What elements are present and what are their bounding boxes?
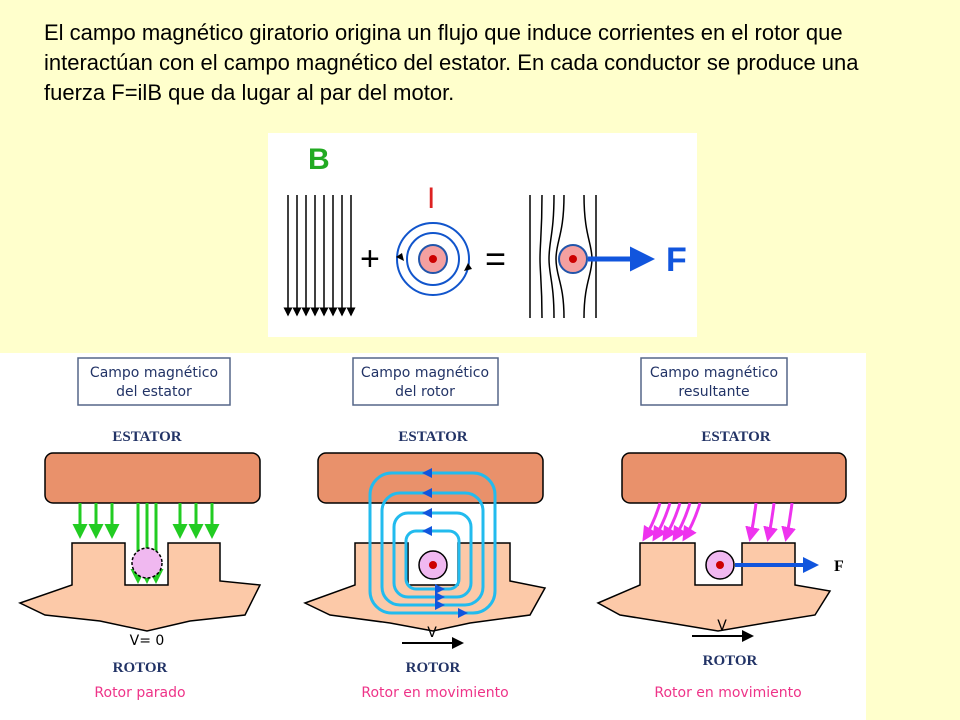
panel-rotor-field: Campo magnético del rotor ESTATOR V ROTO… (303, 357, 547, 701)
stator-label: ESTATOR (701, 429, 770, 445)
stator-field-arrows (72, 503, 220, 584)
rotor-label: ROTOR (113, 660, 168, 676)
stator-block (621, 452, 847, 504)
uniform-field-lines (283, 195, 356, 317)
state-caption: Rotor en movimiento (654, 685, 801, 701)
conductor (131, 547, 163, 579)
equals-sign: = (485, 238, 506, 279)
stator-block (44, 452, 261, 504)
loop-direction-arrows (422, 468, 468, 618)
panel-resultant-field: Campo magnético resultante ESTATOR F V R… (596, 357, 847, 701)
label-box-line1: Campo magnético (90, 365, 218, 381)
rotor-label: ROTOR (406, 660, 461, 676)
rotor-label: ROTOR (703, 653, 758, 669)
label-box-line2: del estator (116, 384, 192, 400)
velocity-label: V (427, 625, 437, 641)
resultant-field-arrows (642, 502, 796, 542)
intro-paragraph: El campo magnético giratorio origina un … (44, 20, 859, 105)
force-principle-diagram: B + I = F (268, 133, 697, 337)
label-box-line1: Campo magnético (650, 365, 778, 381)
plus-sign: + (360, 240, 380, 278)
current-label: I (427, 182, 435, 215)
conductor-circular-field (396, 222, 472, 296)
velocity-label: V (717, 618, 727, 634)
label-box (352, 357, 499, 406)
stator-label: ESTATOR (112, 429, 181, 445)
stator-block (317, 452, 544, 504)
stator-label: ESTATOR (398, 429, 467, 445)
state-caption: Rotor en movimiento (361, 685, 508, 701)
state-caption: Rotor parado (94, 685, 185, 701)
rotor-block (18, 542, 262, 632)
label-box (77, 357, 231, 406)
label-box (640, 357, 788, 406)
rotor-field-loops (368, 471, 497, 615)
label-box-line1: Campo magnético (361, 365, 489, 381)
panel-stator-field: Campo magnético del estator ESTATOR V= 0… (18, 357, 262, 701)
motor-field-panels: Campo magnético del estator ESTATOR V= 0… (0, 353, 866, 720)
label-box-line2: del rotor (395, 384, 455, 400)
force-label: F (834, 558, 844, 575)
b-field-label: B (308, 143, 330, 176)
force-label: F (666, 241, 687, 279)
velocity-label: V= 0 (130, 633, 165, 649)
label-box-line2: resultante (678, 384, 749, 400)
